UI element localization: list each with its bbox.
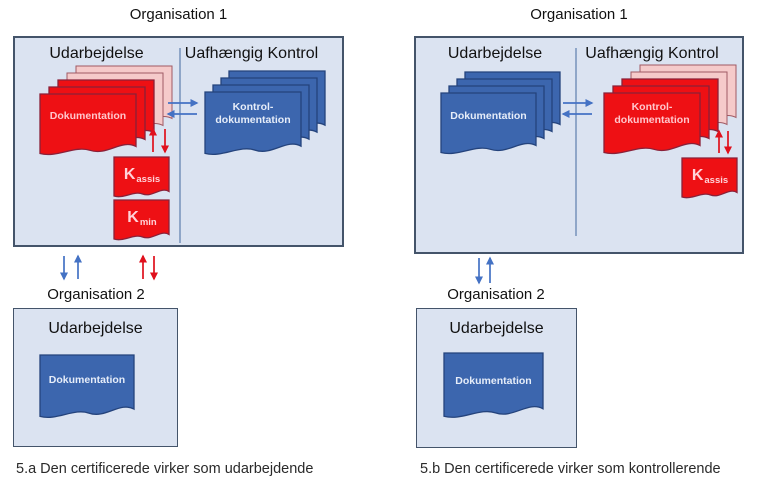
panel-a-org2-doc-label: Dokumentation bbox=[48, 374, 126, 386]
k-main: K bbox=[691, 167, 704, 184]
panel-b-heading-uafhaengig-kontrol: Uafhængig Kontrol bbox=[585, 45, 719, 62]
panel-a-org2-heading: Udarbejdelse bbox=[48, 320, 143, 337]
kontrol-label-line1: Kontrol- bbox=[232, 101, 274, 113]
panel-b-org2-title: Organisation 2 bbox=[447, 286, 545, 303]
k-sub: assis bbox=[704, 175, 729, 186]
panel-a-caption: 5.a Den certificerede virker som udarbej… bbox=[16, 461, 314, 477]
panel-b-org2-doc-label: Dokumentation bbox=[455, 375, 532, 387]
panel-b-section-divider bbox=[575, 48, 577, 236]
k-main: K bbox=[123, 166, 136, 183]
panel-a-org1-title: Organisation 1 bbox=[129, 6, 228, 23]
kontrol-label-line2: dokumentation bbox=[614, 114, 690, 126]
panel-a-kassis-label: Kassis bbox=[114, 160, 169, 192]
panel-a-dokumentation-label: Dokumentation bbox=[49, 110, 127, 122]
panel-a-kmin-label: Kmin bbox=[114, 203, 169, 235]
panel-b-org2-heading: Udarbejdelse bbox=[449, 320, 544, 337]
panel-b-caption: 5.b Den certificerede virker som kontrol… bbox=[420, 461, 721, 477]
panel-a-org2-title: Organisation 2 bbox=[47, 286, 145, 303]
k-sub: min bbox=[139, 217, 157, 228]
panel-a-heading-uafhaengig-kontrol: Uafhængig Kontrol bbox=[184, 45, 319, 62]
panel-a-section-divider bbox=[179, 48, 181, 243]
panel-b-dokumentation-label: Dokumentation bbox=[450, 110, 527, 122]
kontrol-label-line2: dokumentation bbox=[215, 114, 291, 126]
panel-b-org1-title: Organisation 1 bbox=[530, 6, 628, 23]
panel-a-heading-udarbejdelse: Udarbejdelse bbox=[49, 45, 144, 62]
panel-b-org1-box bbox=[414, 36, 744, 254]
k-main: K bbox=[127, 209, 139, 226]
panel-b-kontrol-dokumentation-label: Kontrol-dokumentation bbox=[604, 101, 700, 127]
k-sub: assis bbox=[136, 174, 161, 185]
panel-b-kassis-label: Kassis bbox=[682, 161, 737, 193]
kontrol-label-line1: Kontrol- bbox=[631, 101, 673, 113]
panel-a-kontrol-dokumentation-label: Kontrol-dokumentation bbox=[205, 101, 301, 127]
panel-b-heading-udarbejdelse: Udarbejdelse bbox=[447, 45, 543, 62]
